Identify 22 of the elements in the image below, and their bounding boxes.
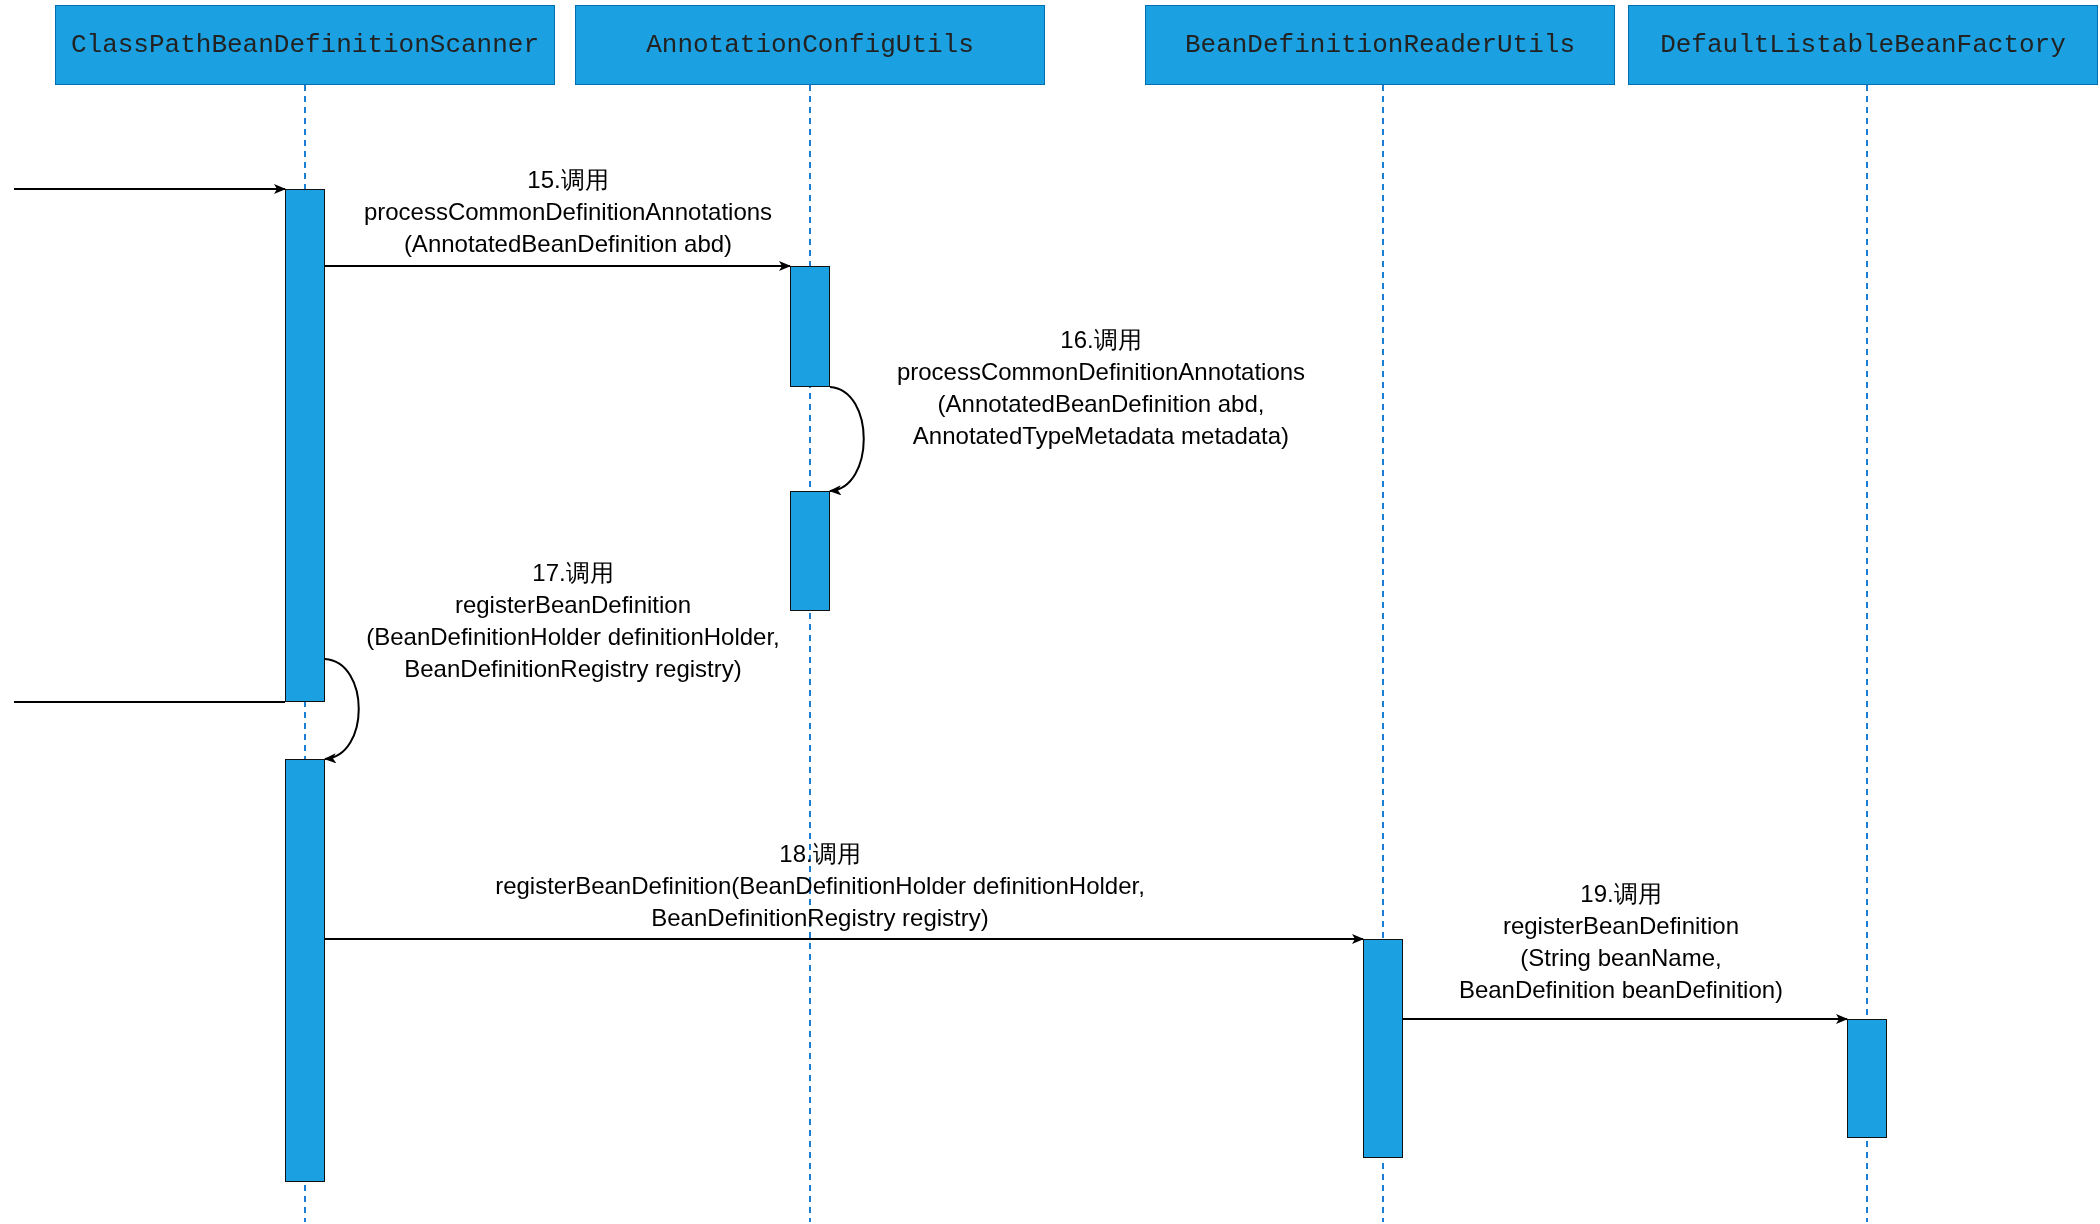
edge-label: 18.调用 registerBeanDefinition(BeanDefinitionHolder definitionHolder, BeanDefinitionRegistry registry)	[494, 839, 1146, 933]
activation-bar	[1363, 939, 1403, 1158]
activation-bar	[790, 491, 830, 611]
activation-bar	[285, 189, 325, 702]
arrow	[324, 658, 360, 762]
edge-label: 17.调用 registerBeanDefinition (BeanDefinitionHolder definitionHolder, BeanDefinitionRegistry registry)	[365, 558, 781, 684]
arrow	[1402, 1014, 1848, 1024]
lifeline-header: DefaultListableBeanFactory	[1628, 5, 2098, 85]
arrow	[13, 184, 286, 194]
arrow	[324, 934, 1364, 944]
line	[13, 701, 286, 703]
lifeline-header: BeanDefinitionReaderUtils	[1145, 5, 1615, 85]
edge-label: 19.调用 registerBeanDefinition (String beanName, BeanDefinition beanDefinition)	[1457, 879, 1785, 1005]
activation-bar	[790, 266, 830, 387]
edge-label: 15.调用 processCommonDefinitionAnnotations (AnnotatedBeanDefinition abd)	[362, 165, 774, 259]
edge-label: 16.调用 processCommonDefinitionAnnotations (AnnotatedBeanDefinition abd, AnnotatedTypeMetadata metadata)	[895, 325, 1307, 451]
lifeline-header: AnnotationConfigUtils	[575, 5, 1045, 85]
arrow	[829, 386, 865, 494]
activation-bar	[1847, 1019, 1887, 1138]
lifeline-header: ClassPathBeanDefinitionScanner	[55, 5, 555, 85]
arrow	[324, 261, 791, 271]
activation-bar	[285, 759, 325, 1182]
